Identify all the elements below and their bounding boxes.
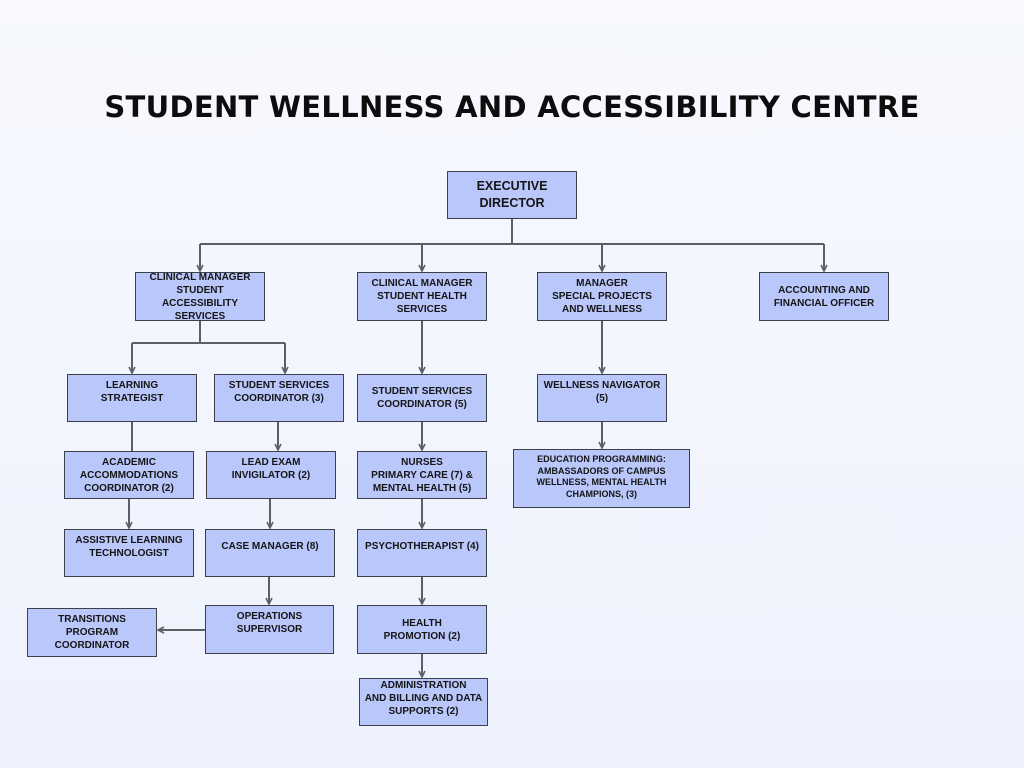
node-manager-special-projects: MANAGER SPECIAL PROJECTS AND WELLNESS (537, 272, 667, 321)
node-administration-billing: ADMINISTRATION AND BILLING AND DATA SUPP… (359, 678, 488, 726)
node-academic-accommodations: ACADEMIC ACCOMMODATIONS COORDINATOR (2) (64, 451, 194, 499)
node-executive-director: EXECUTIVE DIRECTOR (447, 171, 577, 219)
node-accounting-officer: ACCOUNTING AND FINANCIAL OFFICER (759, 272, 889, 321)
node-education-programming: EDUCATION PROGRAMMING: AMBASSADORS OF CA… (513, 449, 690, 508)
node-lead-exam-invigilator: LEAD EXAM INVIGILATOR (2) (206, 451, 336, 499)
node-assistive-learning-technologist: ASSISTIVE LEARNING TECHNOLOGIST (64, 529, 194, 577)
chart-title: STUDENT WELLNESS AND ACCESSIBILITY CENTR… (104, 90, 920, 124)
node-psychotherapist: PSYCHOTHERAPIST (4) (357, 529, 487, 577)
node-student-services-coordinator-5: STUDENT SERVICES COORDINATOR (5) (357, 374, 487, 422)
node-clinical-manager-accessibility: CLINICAL MANAGER STUDENT ACCESSIBILITY S… (135, 272, 265, 322)
node-wellness-navigator: WELLNESS NAVIGATOR (5) (537, 374, 667, 422)
node-learning-strategist: LEARNING STRATEGIST (67, 374, 197, 422)
node-student-services-coordinator-3: STUDENT SERVICES COORDINATOR (3) (214, 374, 344, 422)
node-clinical-manager-health: CLINICAL MANAGER STUDENT HEALTH SERVICES (357, 272, 487, 321)
node-health-promotion: HEALTH PROMOTION (2) (357, 605, 487, 654)
node-nurses: NURSES PRIMARY CARE (7) & MENTAL HEALTH … (357, 451, 487, 499)
node-operations-supervisor: OPERATIONS SUPERVISOR (205, 605, 334, 654)
node-case-manager: CASE MANAGER (8) (205, 529, 335, 577)
node-transitions-program-coordinator: TRANSITIONS PROGRAM COORDINATOR (27, 608, 157, 657)
